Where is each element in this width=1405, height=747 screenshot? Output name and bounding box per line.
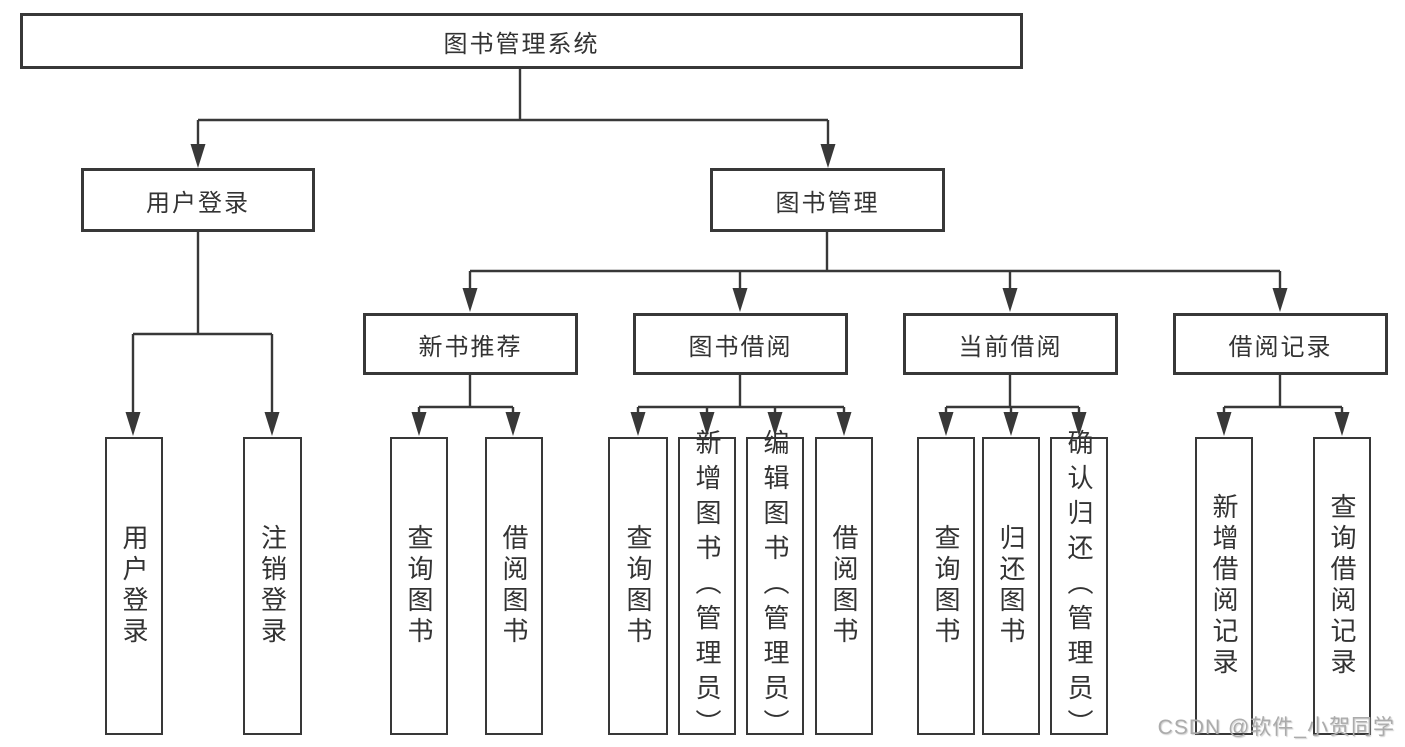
node-root: 图书管理系统 xyxy=(20,13,1023,69)
leaf-label: 查询借阅记录 xyxy=(1327,493,1357,679)
leaf-edit-books-admin: 编辑图书（管理员） xyxy=(746,429,804,744)
arrowheads xyxy=(125,144,1350,436)
leaf-label: 归还图书 xyxy=(996,524,1026,648)
leaf-label: 注销登录 xyxy=(257,524,288,648)
leaf-return-books: 归还图书 xyxy=(982,437,1040,735)
leaf-logout: 注销登录 xyxy=(243,437,302,735)
leaf-add-books-admin: 新增图书（管理员） xyxy=(678,429,736,744)
node-borrow-records: 借阅记录 xyxy=(1173,313,1388,375)
leaf-label: 新增图书（管理员） xyxy=(692,428,722,744)
node-user-login: 用户登录 xyxy=(81,168,315,232)
leaf-label: 查询图书 xyxy=(931,524,961,648)
leaf-user-login: 用户登录 xyxy=(105,437,163,735)
node-new-book-recommend: 新书推荐 xyxy=(363,313,578,375)
leaf-label: 确认归还（管理员） xyxy=(1064,428,1094,744)
leaf-query-books-recommend: 查询图书 xyxy=(390,437,448,735)
leaf-label: 借阅图书 xyxy=(829,524,859,648)
leaf-add-borrow-record: 新增借阅记录 xyxy=(1195,437,1253,735)
leaf-confirm-return-admin: 确认归还（管理员） xyxy=(1050,429,1108,744)
leaf-label: 查询图书 xyxy=(404,524,434,648)
leaf-borrow-books-recommend: 借阅图书 xyxy=(485,437,543,735)
leaf-borrow-books: 借阅图书 xyxy=(815,437,873,735)
leaf-query-books-borrow: 查询图书 xyxy=(608,437,668,735)
leaf-label: 新增借阅记录 xyxy=(1209,493,1239,679)
node-book-management: 图书管理 xyxy=(710,168,945,232)
leaf-label: 借阅图书 xyxy=(499,524,529,648)
leaf-query-books-current: 查询图书 xyxy=(917,437,975,735)
leaf-label: 查询图书 xyxy=(623,524,653,648)
node-current-borrow: 当前借阅 xyxy=(903,313,1118,375)
leaf-label: 编辑图书（管理员） xyxy=(760,428,790,744)
leaf-label: 用户登录 xyxy=(119,524,149,648)
node-book-borrow: 图书借阅 xyxy=(633,313,848,375)
leaf-query-borrow-record: 查询借阅记录 xyxy=(1313,437,1371,735)
